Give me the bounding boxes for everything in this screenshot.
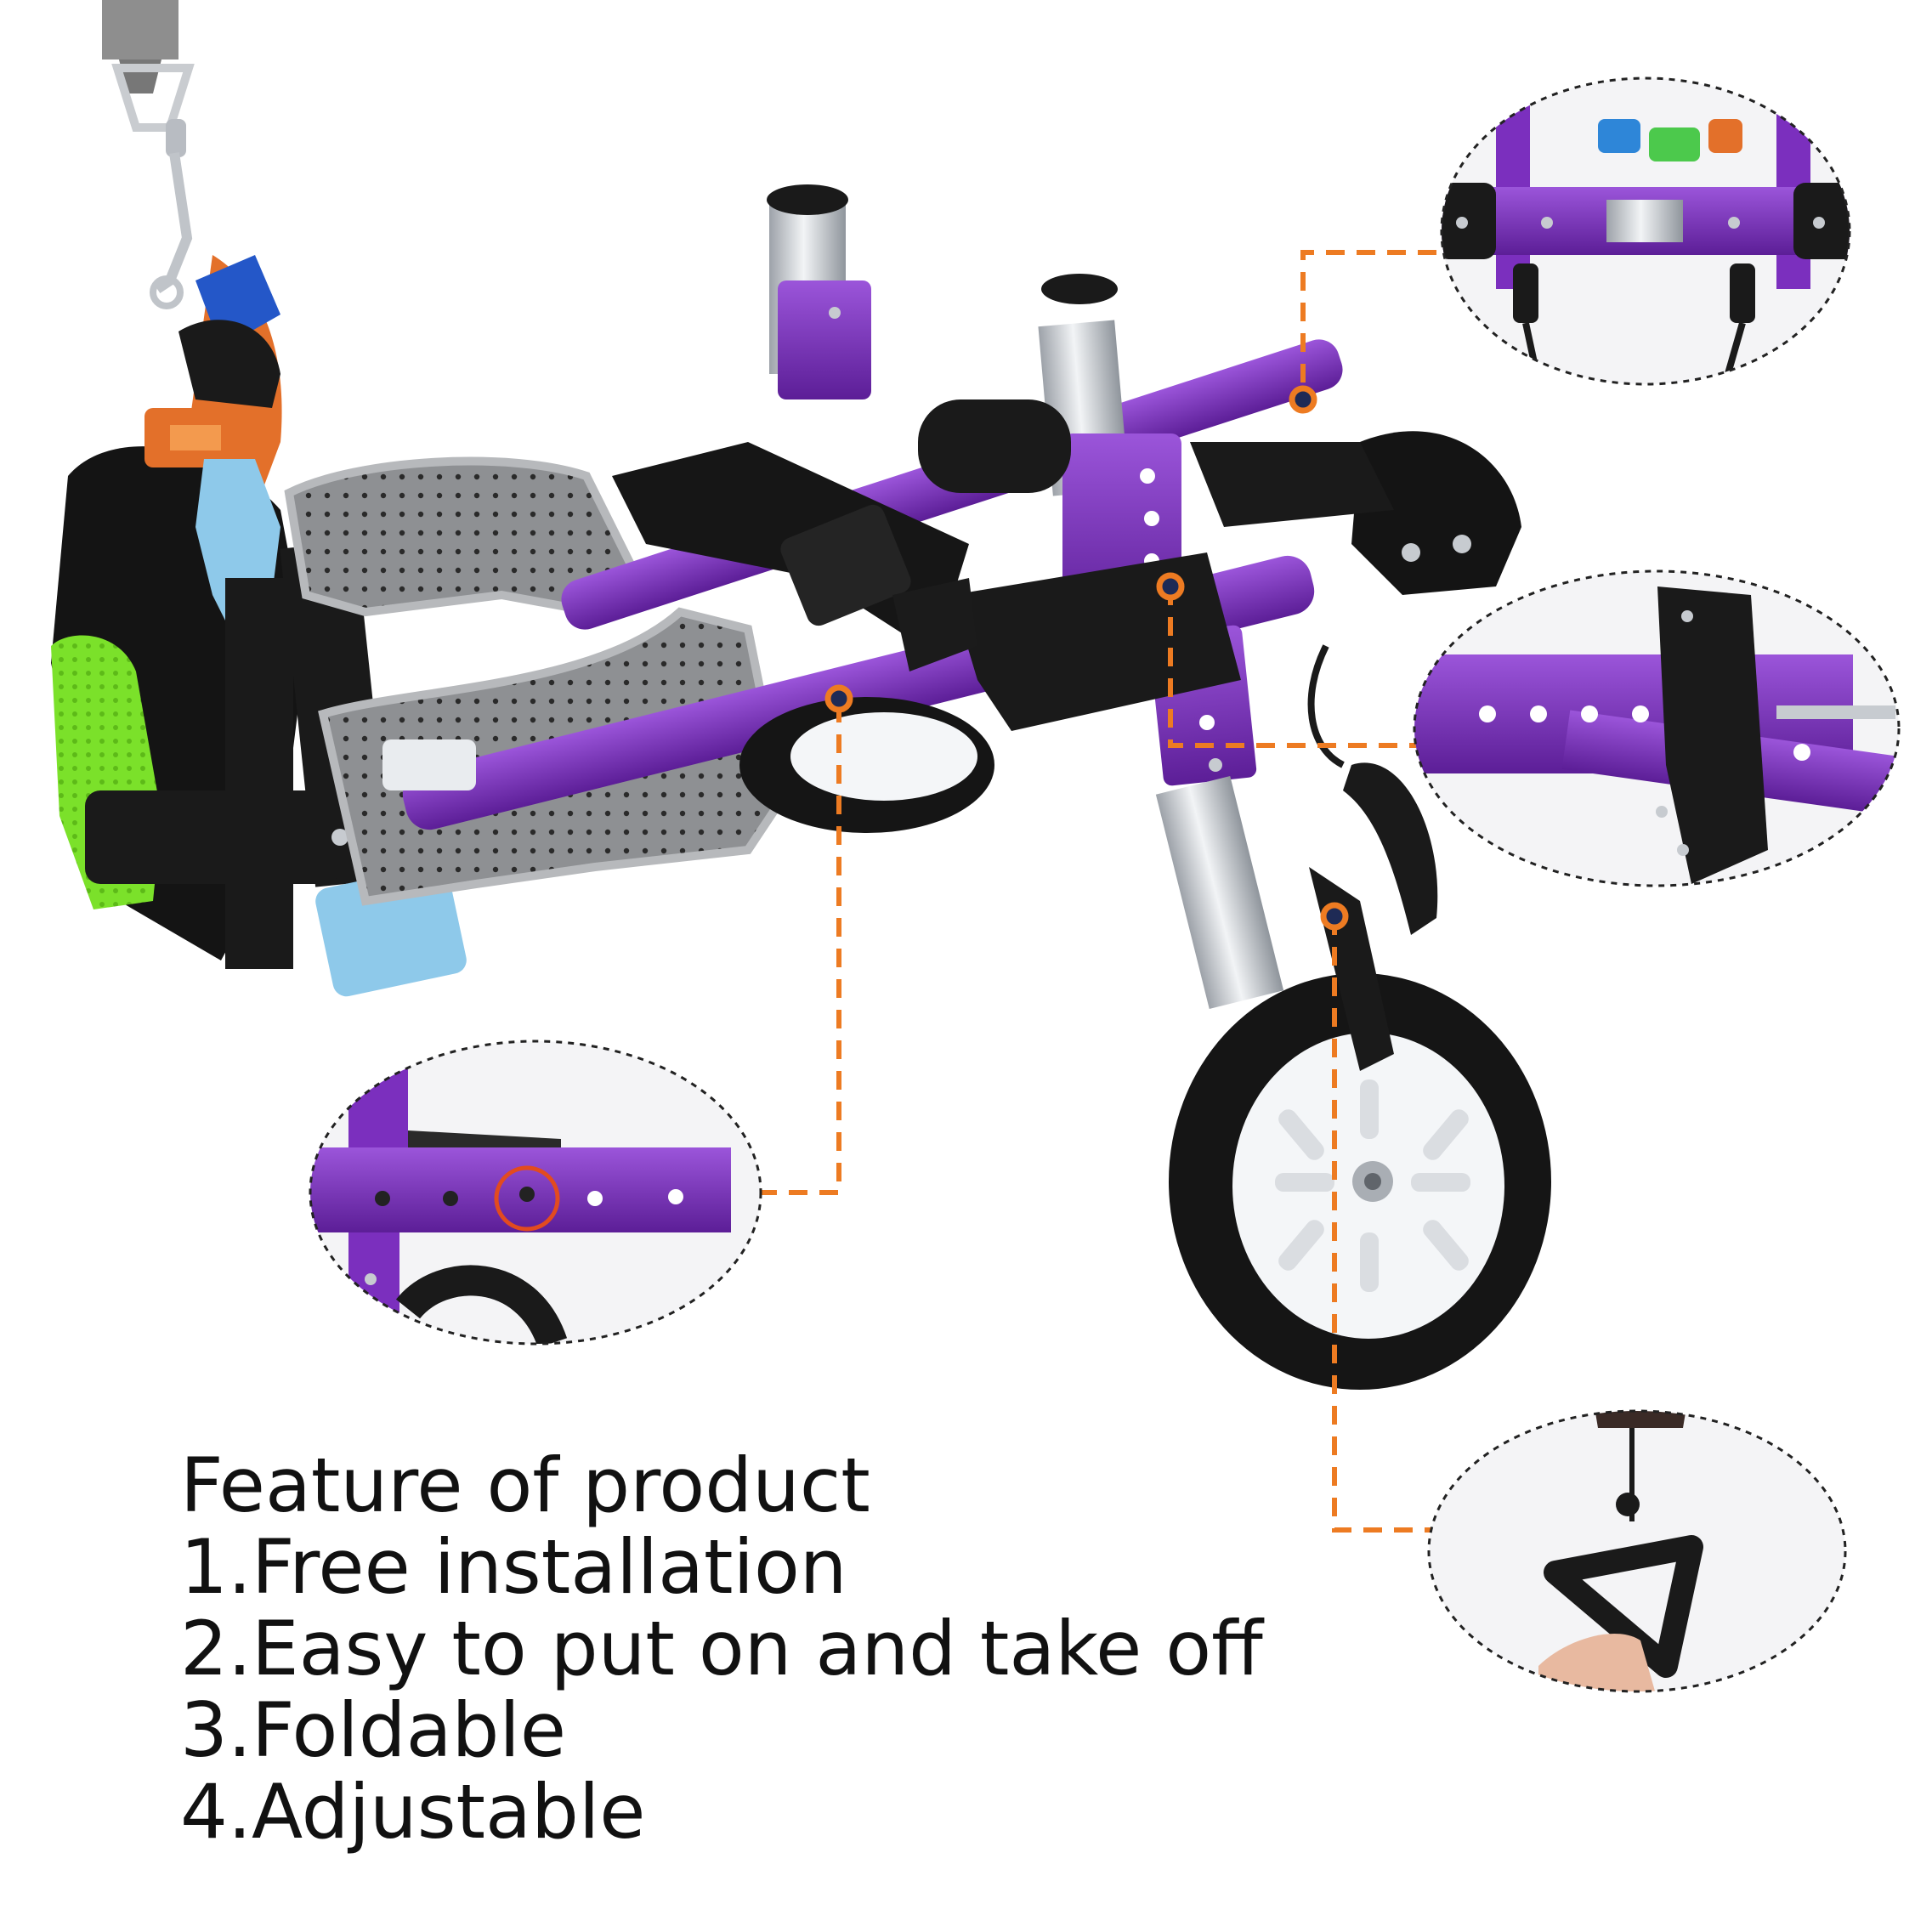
back-straps — [612, 442, 1394, 671]
callout-length-holes — [309, 1040, 762, 1346]
callout-height-holes — [1413, 569, 1901, 887]
feature-item-1: 1.Free installation — [180, 1523, 847, 1611]
callout-rear-crossbar — [1440, 76, 1851, 386]
front-wheel — [1169, 867, 1551, 1390]
feature-list: Feature of product 1.Free installation 2… — [180, 1445, 1285, 1853]
rear-wheel — [739, 697, 994, 833]
feature-item-2: 2.Easy to put on and take off — [180, 1605, 1263, 1692]
feature-item-3: 3.Foldable — [180, 1686, 566, 1774]
feature-title: Feature of product — [180, 1442, 870, 1529]
feature-item-4: 4.Adjustable — [180, 1768, 646, 1856]
callout-pull-handle — [1427, 1409, 1847, 1693]
leash — [102, 0, 195, 309]
callout-markers — [824, 385, 1349, 931]
pull-handle — [1307, 644, 1438, 935]
callout-connectors — [739, 250, 1500, 1533]
